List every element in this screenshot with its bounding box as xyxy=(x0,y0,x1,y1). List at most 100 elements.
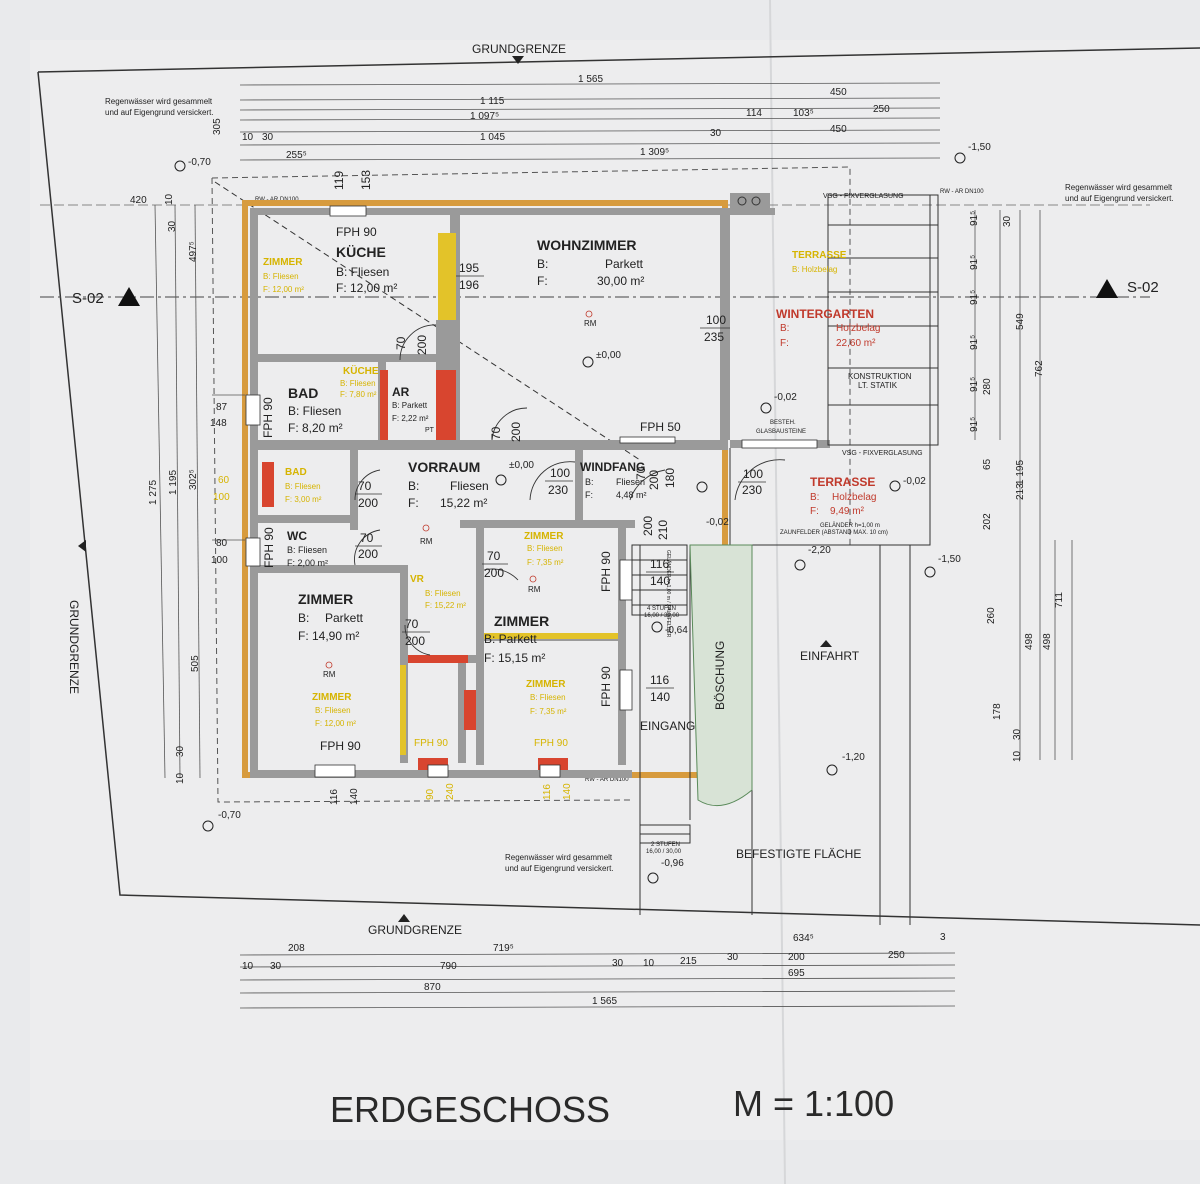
door-100c: 100 xyxy=(743,467,763,481)
room-wintergarten-name: WINTERGARTEN xyxy=(776,307,874,321)
dim-top-e: 114 xyxy=(746,108,762,119)
room-bad-name: BAD xyxy=(288,385,318,401)
window-label-zimmer: FPH 90 xyxy=(320,739,361,753)
dim-top-i: 10 xyxy=(242,132,254,143)
dim-left-i: 87 xyxy=(216,402,228,413)
room-terrasse-b2: Holzbelag xyxy=(832,492,876,503)
note-rain-3: Regenwässer wird gesammelt xyxy=(1065,183,1173,192)
door-200e: 200 xyxy=(484,566,504,580)
dim-top-p: 420 xyxy=(130,195,147,206)
dim-bot-d: 3 xyxy=(940,932,946,943)
level-l9: -1,50 xyxy=(938,554,961,565)
old-kueche-b-f: F: 7,80 m² xyxy=(340,390,377,399)
door-70f: 70 xyxy=(405,617,419,631)
dim-right-g: 91⁵ xyxy=(969,417,980,432)
room-vorraum-b: B: xyxy=(408,479,419,493)
old-zimmer-c-f: F: 12,00 m² xyxy=(315,719,356,728)
label-einfahrt: EINFAHRT xyxy=(800,649,860,663)
old-zimmer-k-b: B: Fliesen xyxy=(263,272,299,281)
label-befestigt: BEFESTIGTE FLÄCHE xyxy=(736,847,861,861)
door-70c: 70 xyxy=(358,479,372,493)
old-fph90a: FPH 90 xyxy=(414,738,448,749)
old-kueche-b-b: B: Fliesen xyxy=(340,379,376,388)
note-vsg-mid: VSG - FIXVERGLASUNG xyxy=(842,450,923,457)
door-200b: 200 xyxy=(509,422,523,442)
boundary-arrow-bottom xyxy=(398,914,410,922)
dim-left-h: 10 xyxy=(175,772,186,784)
note-glas: GLASBAUSTEINE xyxy=(756,429,806,435)
note-rain-2: und auf Eigengrund versickert. xyxy=(105,108,214,117)
door-70e: 70 xyxy=(487,549,501,563)
dim-bot-c: 634⁵ xyxy=(793,933,814,944)
room-bad-f: F: 8,20 m² xyxy=(288,421,343,435)
boundary-top xyxy=(37,47,1200,73)
window-label-z2a: FPH 90 xyxy=(599,551,613,592)
room-wintergarten-f: F: xyxy=(780,338,789,349)
room-wc-name: WC xyxy=(287,529,307,543)
window-label-bad: FPH 90 xyxy=(261,397,275,438)
old-n100: 100 xyxy=(213,492,230,503)
dim-right-s: 178 xyxy=(992,703,1003,720)
dim-top-h: 30 xyxy=(262,132,274,143)
dim-bot-e: 10 xyxy=(242,961,254,972)
note-rain-5: Regenwässer wird gesammelt xyxy=(505,853,613,862)
door-70g: 70 xyxy=(634,466,648,480)
dim-left-g: 30 xyxy=(175,745,186,757)
room-windfang-f2: 4,48 m² xyxy=(616,490,647,500)
dim-right-n: 202 xyxy=(982,513,993,530)
note-rw-3: RW - AR DN100 xyxy=(585,777,629,783)
label-eingang: EINGANG xyxy=(640,719,695,733)
dim-top-l: 450 xyxy=(830,124,847,135)
dim-right-a: 30 xyxy=(1002,215,1013,227)
old-kueche-b-name: KÜCHE xyxy=(343,364,379,377)
door-140b: 140 xyxy=(650,690,670,704)
level-l2: -1,50 xyxy=(968,142,991,153)
door-70a: 70 xyxy=(394,336,408,350)
dim-left-b: 497⁵ xyxy=(188,241,199,262)
room-wohnzimmer-name: WOHNZIMMER xyxy=(537,237,637,253)
boundary-label-bottom: GRUNDGRENZE xyxy=(368,923,462,937)
room-wohnzimmer-b: B: xyxy=(537,257,548,271)
dim-top-j: 1 045 xyxy=(480,132,505,143)
level-l4: -0,02 xyxy=(774,392,797,403)
door-230a: 230 xyxy=(548,483,568,497)
dim-right-p: 498 xyxy=(1024,633,1035,650)
old-terrasse-name: TERRASSE xyxy=(792,250,847,261)
dim-right-e: 91⁵ xyxy=(969,335,980,350)
window-label-top: FPH 90 xyxy=(336,225,377,239)
rm-1: RM xyxy=(584,319,597,328)
note-gelaender: GELÄNDER h=1,00 m xyxy=(820,522,880,529)
note-rw-2: RW - AR DN100 xyxy=(940,189,984,195)
room-wintergarten-b2: Holzbelag xyxy=(836,323,880,334)
dims-left xyxy=(154,204,245,779)
boundary-label-top: GRUNDGRENZE xyxy=(472,42,566,56)
dims-bottom xyxy=(239,952,956,1009)
room-vorraum-f: F: xyxy=(408,496,419,510)
old-zimmer-a-b: B: Fliesen xyxy=(527,544,563,553)
door-200f: 200 xyxy=(405,634,425,648)
door-200d: 200 xyxy=(358,547,378,561)
old-vr-b: B: Fliesen xyxy=(425,589,461,598)
room-vorraum-b2: Fliesen xyxy=(450,479,489,493)
door-210: 210 xyxy=(656,520,670,540)
room-vorraum-f2: 15,22 m² xyxy=(440,496,487,510)
level-l6: -0,02 xyxy=(706,517,729,528)
dim-bot-g: 790 xyxy=(440,961,457,972)
door-200a: 200 xyxy=(415,335,429,355)
dim-bs-d: 240 xyxy=(445,783,456,800)
note-stufen4: 4 STUFEN xyxy=(647,606,676,612)
dim-top-q: 10 xyxy=(164,193,175,205)
door-100b: 100 xyxy=(550,466,570,480)
fold-line xyxy=(769,0,786,1184)
dim-right-t: 30 xyxy=(1012,728,1023,740)
door-230b: 230 xyxy=(742,483,762,497)
dim-top-d: 1 097⁵ xyxy=(470,111,499,122)
window-label-z2b: FPH 90 xyxy=(599,666,613,707)
room-terrasse-f: F: xyxy=(810,506,819,517)
room-terrasse-b: B: xyxy=(810,492,819,503)
old-zimmer-k-f: F: 12,00 m² xyxy=(263,285,304,294)
door-116b: 116 xyxy=(650,673,669,687)
wintergarten-frame xyxy=(729,194,939,546)
old-labels: ZIMMER B: Fliesen F: 12,00 m² KÜCHE B: F… xyxy=(213,250,847,749)
rm-2: RM xyxy=(420,537,433,546)
